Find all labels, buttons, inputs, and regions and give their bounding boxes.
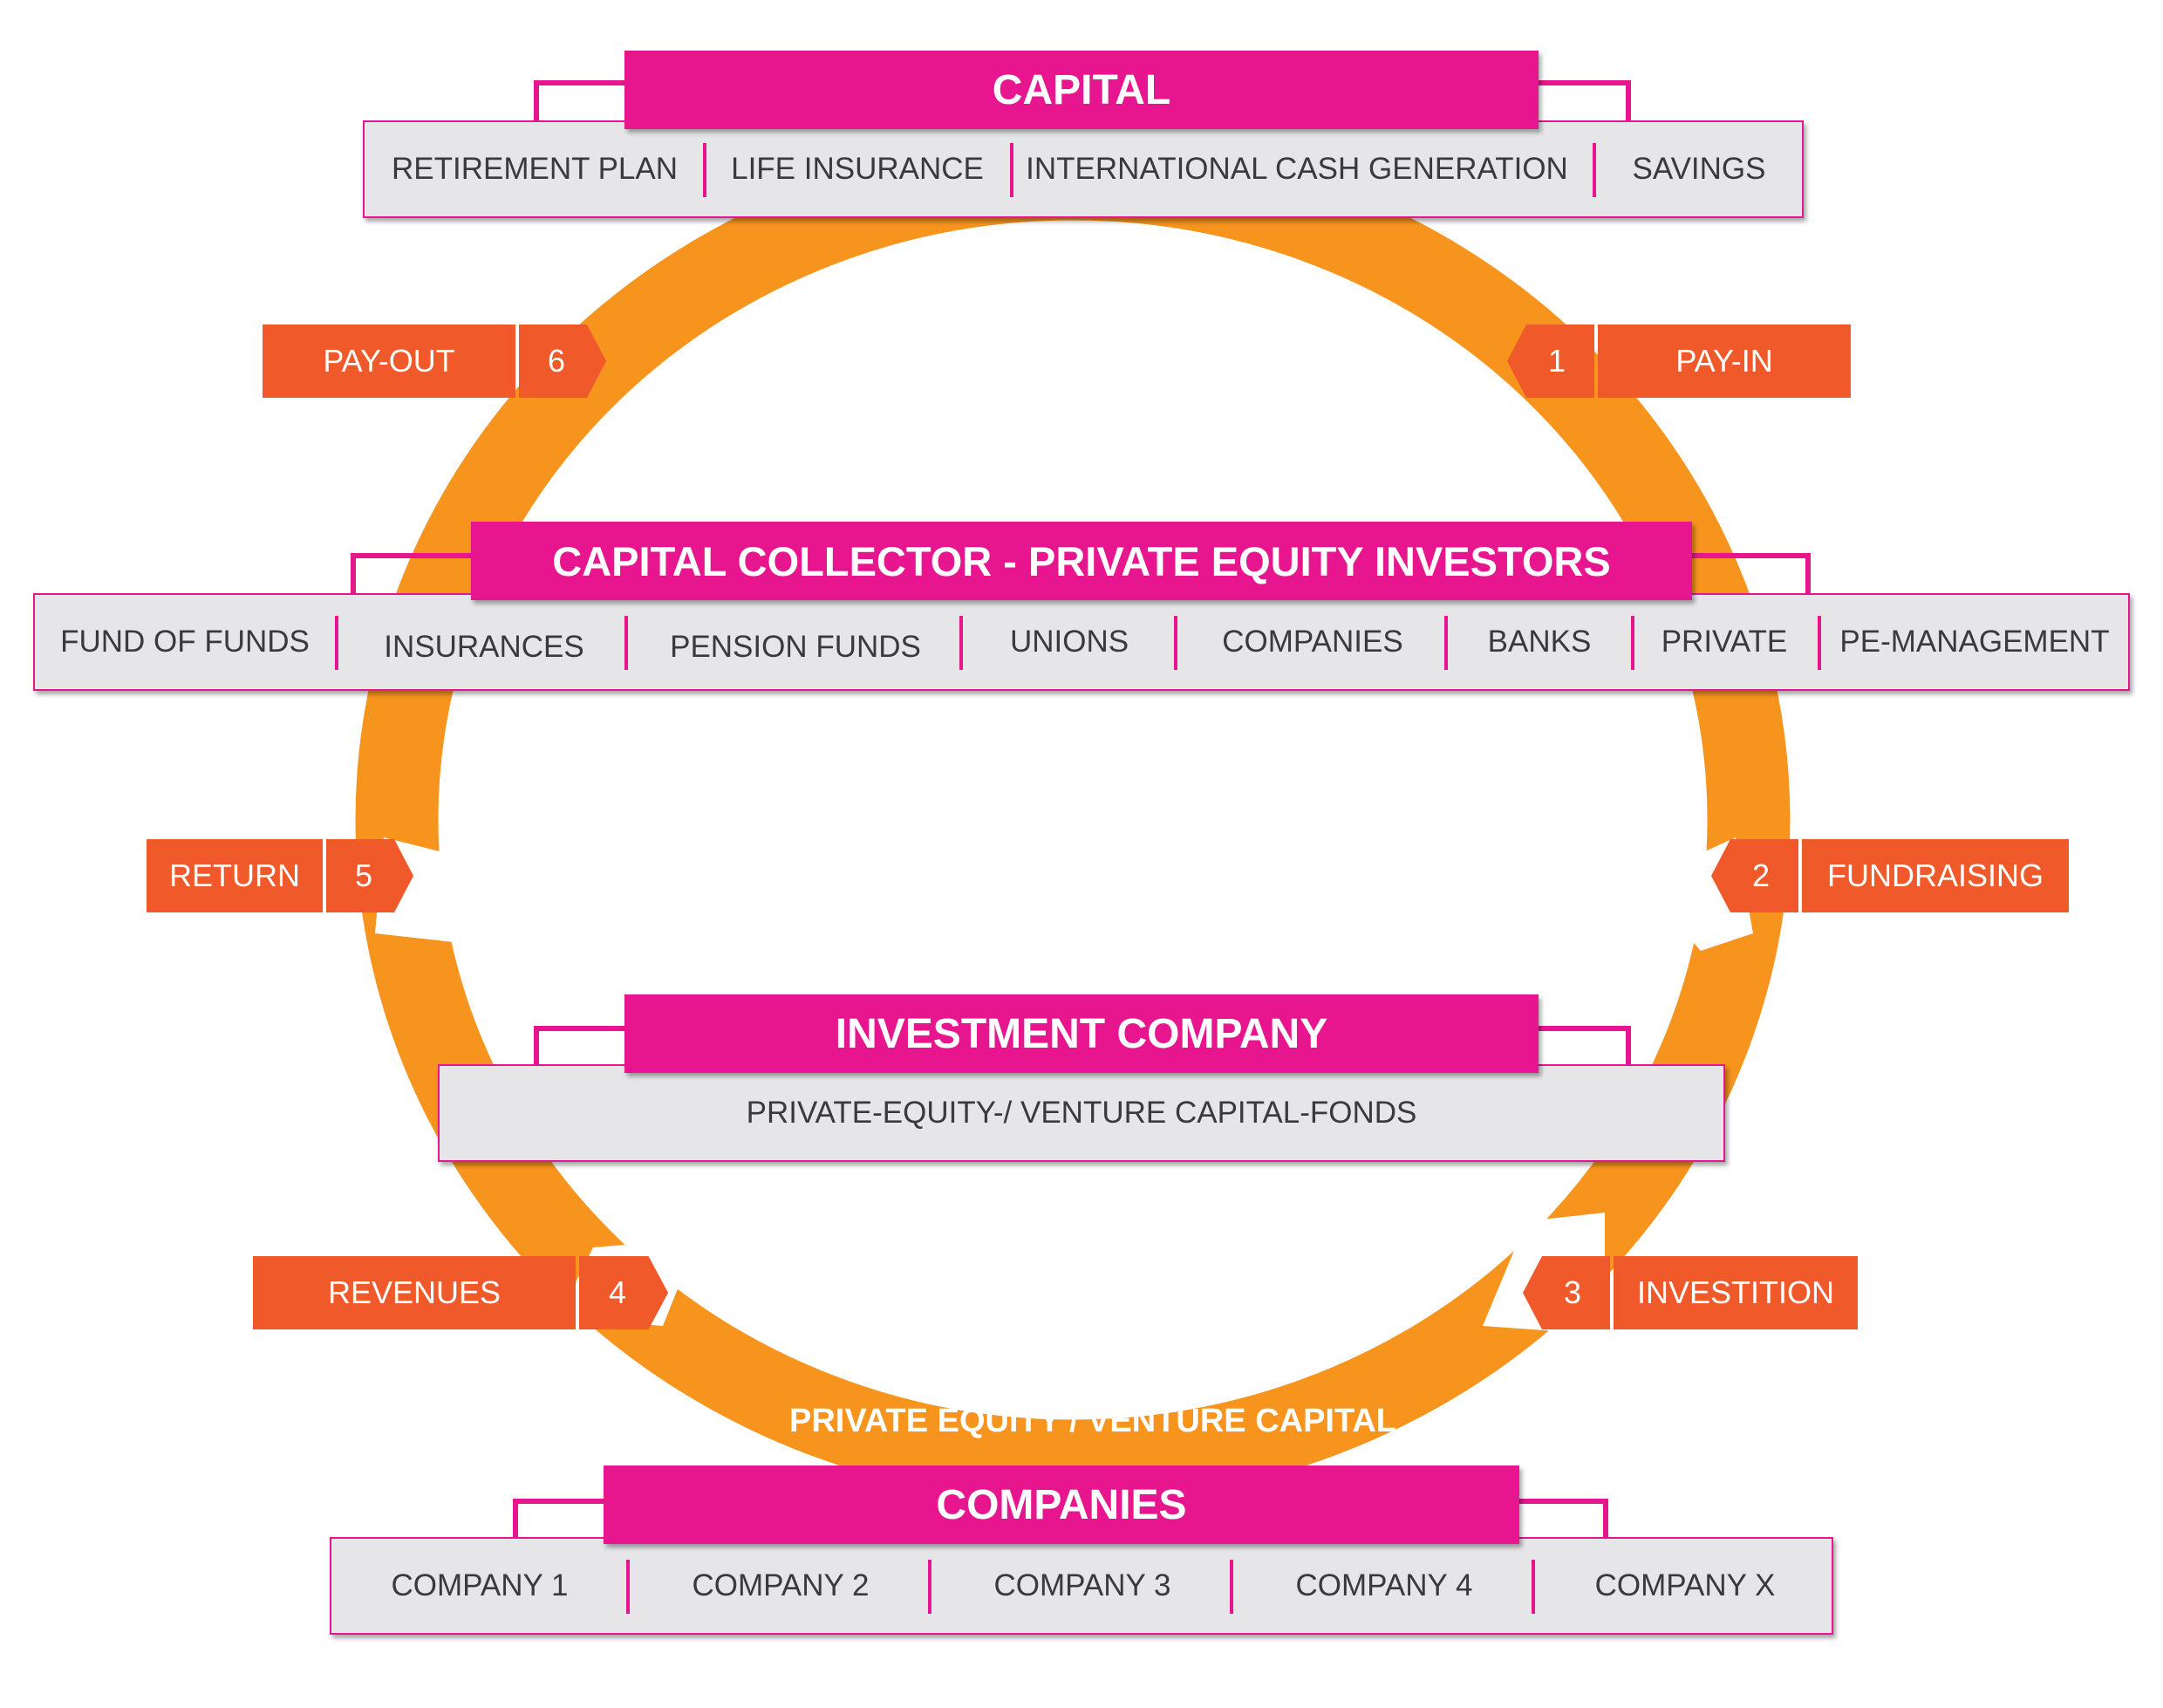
collector-item-companies: COMPANIES <box>1222 625 1403 659</box>
step-3-number: 3 <box>1523 1256 1610 1329</box>
divider <box>928 1560 931 1614</box>
divider <box>626 1560 630 1614</box>
divider <box>1010 143 1013 197</box>
collector-item-fund-of-funds: FUND OF FUNDS <box>60 625 310 659</box>
divider <box>1230 1560 1233 1614</box>
company-item-1: COMPANY 1 <box>391 1568 569 1602</box>
divider <box>335 616 338 670</box>
step-4-number: 4 <box>579 1256 668 1329</box>
investment-funds-bar: PRIVATE-EQUITY-/ VENTURE CAPITAL-FONDS <box>438 1064 1725 1162</box>
divider <box>1818 616 1821 670</box>
step-5-number: 5 <box>326 839 413 912</box>
investment-subtitle: PRIVATE-EQUITY-/ VENTURE CAPITAL-FONDS <box>746 1096 1417 1130</box>
capital-item-life-insurance: LIFE INSURANCE <box>731 152 984 186</box>
step-6-label: PAY-OUT <box>263 325 515 398</box>
collector-item-pension-funds: PENSION FUNDS <box>670 630 921 664</box>
divider <box>1444 616 1448 670</box>
divider <box>1532 1560 1535 1614</box>
capital-item-international-cash-generation: INTERNATIONAL CASH GENERATION <box>1026 152 1568 186</box>
step-5-label: RETURN <box>147 839 323 912</box>
company-item-x: COMPANY X <box>1594 1568 1776 1602</box>
collector-item-private: PRIVATE <box>1661 625 1788 659</box>
divider <box>1174 616 1177 670</box>
collector-item-pe-management: PE-MANAGEMENT <box>1839 625 2110 659</box>
collector-item-banks: BANKS <box>1487 625 1592 659</box>
collector-investors-bar: FUND OF FUNDS INSURANCES PENSION FUNDS U… <box>33 593 2130 691</box>
step-4-label: REVENUES <box>253 1256 576 1329</box>
step-2-label: FUNDRAISING <box>1802 839 2069 912</box>
collector-title: CAPITAL COLLECTOR - PRIVATE EQUITY INVES… <box>471 522 1692 600</box>
divider <box>624 616 628 670</box>
divider <box>1593 143 1596 197</box>
capital-item-savings: SAVINGS <box>1632 152 1766 186</box>
ring-label: PRIVATE EQUITY / VENTURE CAPITAL <box>789 1403 1397 1439</box>
companies-bar: COMPANY 1 COMPANY 2 COMPANY 3 COMPANY 4 … <box>330 1537 1833 1635</box>
step-1-number: 1 <box>1507 325 1594 398</box>
company-item-2: COMPANY 2 <box>692 1568 870 1602</box>
divider <box>703 143 706 197</box>
capital-sources-bar: RETIREMENT PLAN LIFE INSURANCE INTERNATI… <box>363 120 1804 218</box>
capital-title: CAPITAL <box>624 51 1539 129</box>
step-2-number: 2 <box>1711 839 1798 912</box>
companies-title: COMPANIES <box>604 1465 1519 1544</box>
step-1-label: PAY-IN <box>1598 325 1851 398</box>
step-3-label: INVESTITION <box>1614 1256 1858 1329</box>
collector-item-insurances: INSURANCES <box>384 630 584 664</box>
step-6-number: 6 <box>519 325 606 398</box>
collector-item-unions: UNIONS <box>1009 625 1129 659</box>
divider <box>1631 616 1634 670</box>
divider <box>959 616 963 670</box>
investment-title: INVESTMENT COMPANY <box>624 994 1539 1073</box>
company-item-4: COMPANY 4 <box>1295 1568 1473 1602</box>
capital-item-retirement-plan: RETIREMENT PLAN <box>391 152 679 186</box>
company-item-3: COMPANY 3 <box>993 1568 1171 1602</box>
